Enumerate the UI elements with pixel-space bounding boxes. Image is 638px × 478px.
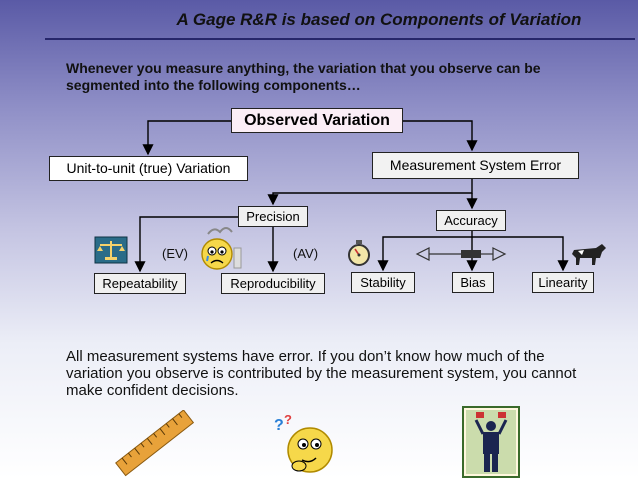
intro-text: Whenever you measure anything, the varia… bbox=[66, 60, 541, 93]
linearity-box: Linearity bbox=[532, 272, 594, 293]
ruler-icon bbox=[115, 410, 194, 477]
person-cartoon-icon bbox=[462, 406, 520, 478]
stability-box: Stability bbox=[351, 272, 415, 293]
av-label: (AV) bbox=[293, 246, 319, 261]
slide-title: A Gage R&R is based on Components of Var… bbox=[176, 10, 582, 29]
stopwatch-icon bbox=[348, 240, 370, 266]
svg-text:?: ? bbox=[284, 412, 292, 427]
precision-box: Precision bbox=[238, 206, 308, 227]
observed-variation-box: Observed Variation bbox=[231, 108, 403, 133]
accuracy-box: Accuracy bbox=[436, 210, 506, 231]
cow-icon bbox=[572, 244, 606, 265]
title-rule bbox=[45, 38, 635, 40]
reproducibility-box: Reproducibility bbox=[221, 273, 325, 294]
balance-scale-icon bbox=[94, 236, 128, 264]
ev-label: (EV) bbox=[162, 246, 188, 261]
unit-to-unit-variation-box: Unit-to-unit (true) Variation bbox=[49, 156, 248, 181]
bottom-text: All measurement systems have error. If y… bbox=[66, 348, 577, 399]
thinking-face-icon: ? ? bbox=[274, 412, 333, 473]
crying-face-icon bbox=[201, 227, 242, 270]
bias-box: Bias bbox=[452, 272, 494, 293]
dial-indicator-icon bbox=[415, 247, 507, 261]
svg-text:?: ? bbox=[274, 417, 284, 434]
measurement-system-error-box: Measurement System Error bbox=[372, 152, 579, 179]
repeatability-box: Repeatability bbox=[94, 273, 186, 294]
